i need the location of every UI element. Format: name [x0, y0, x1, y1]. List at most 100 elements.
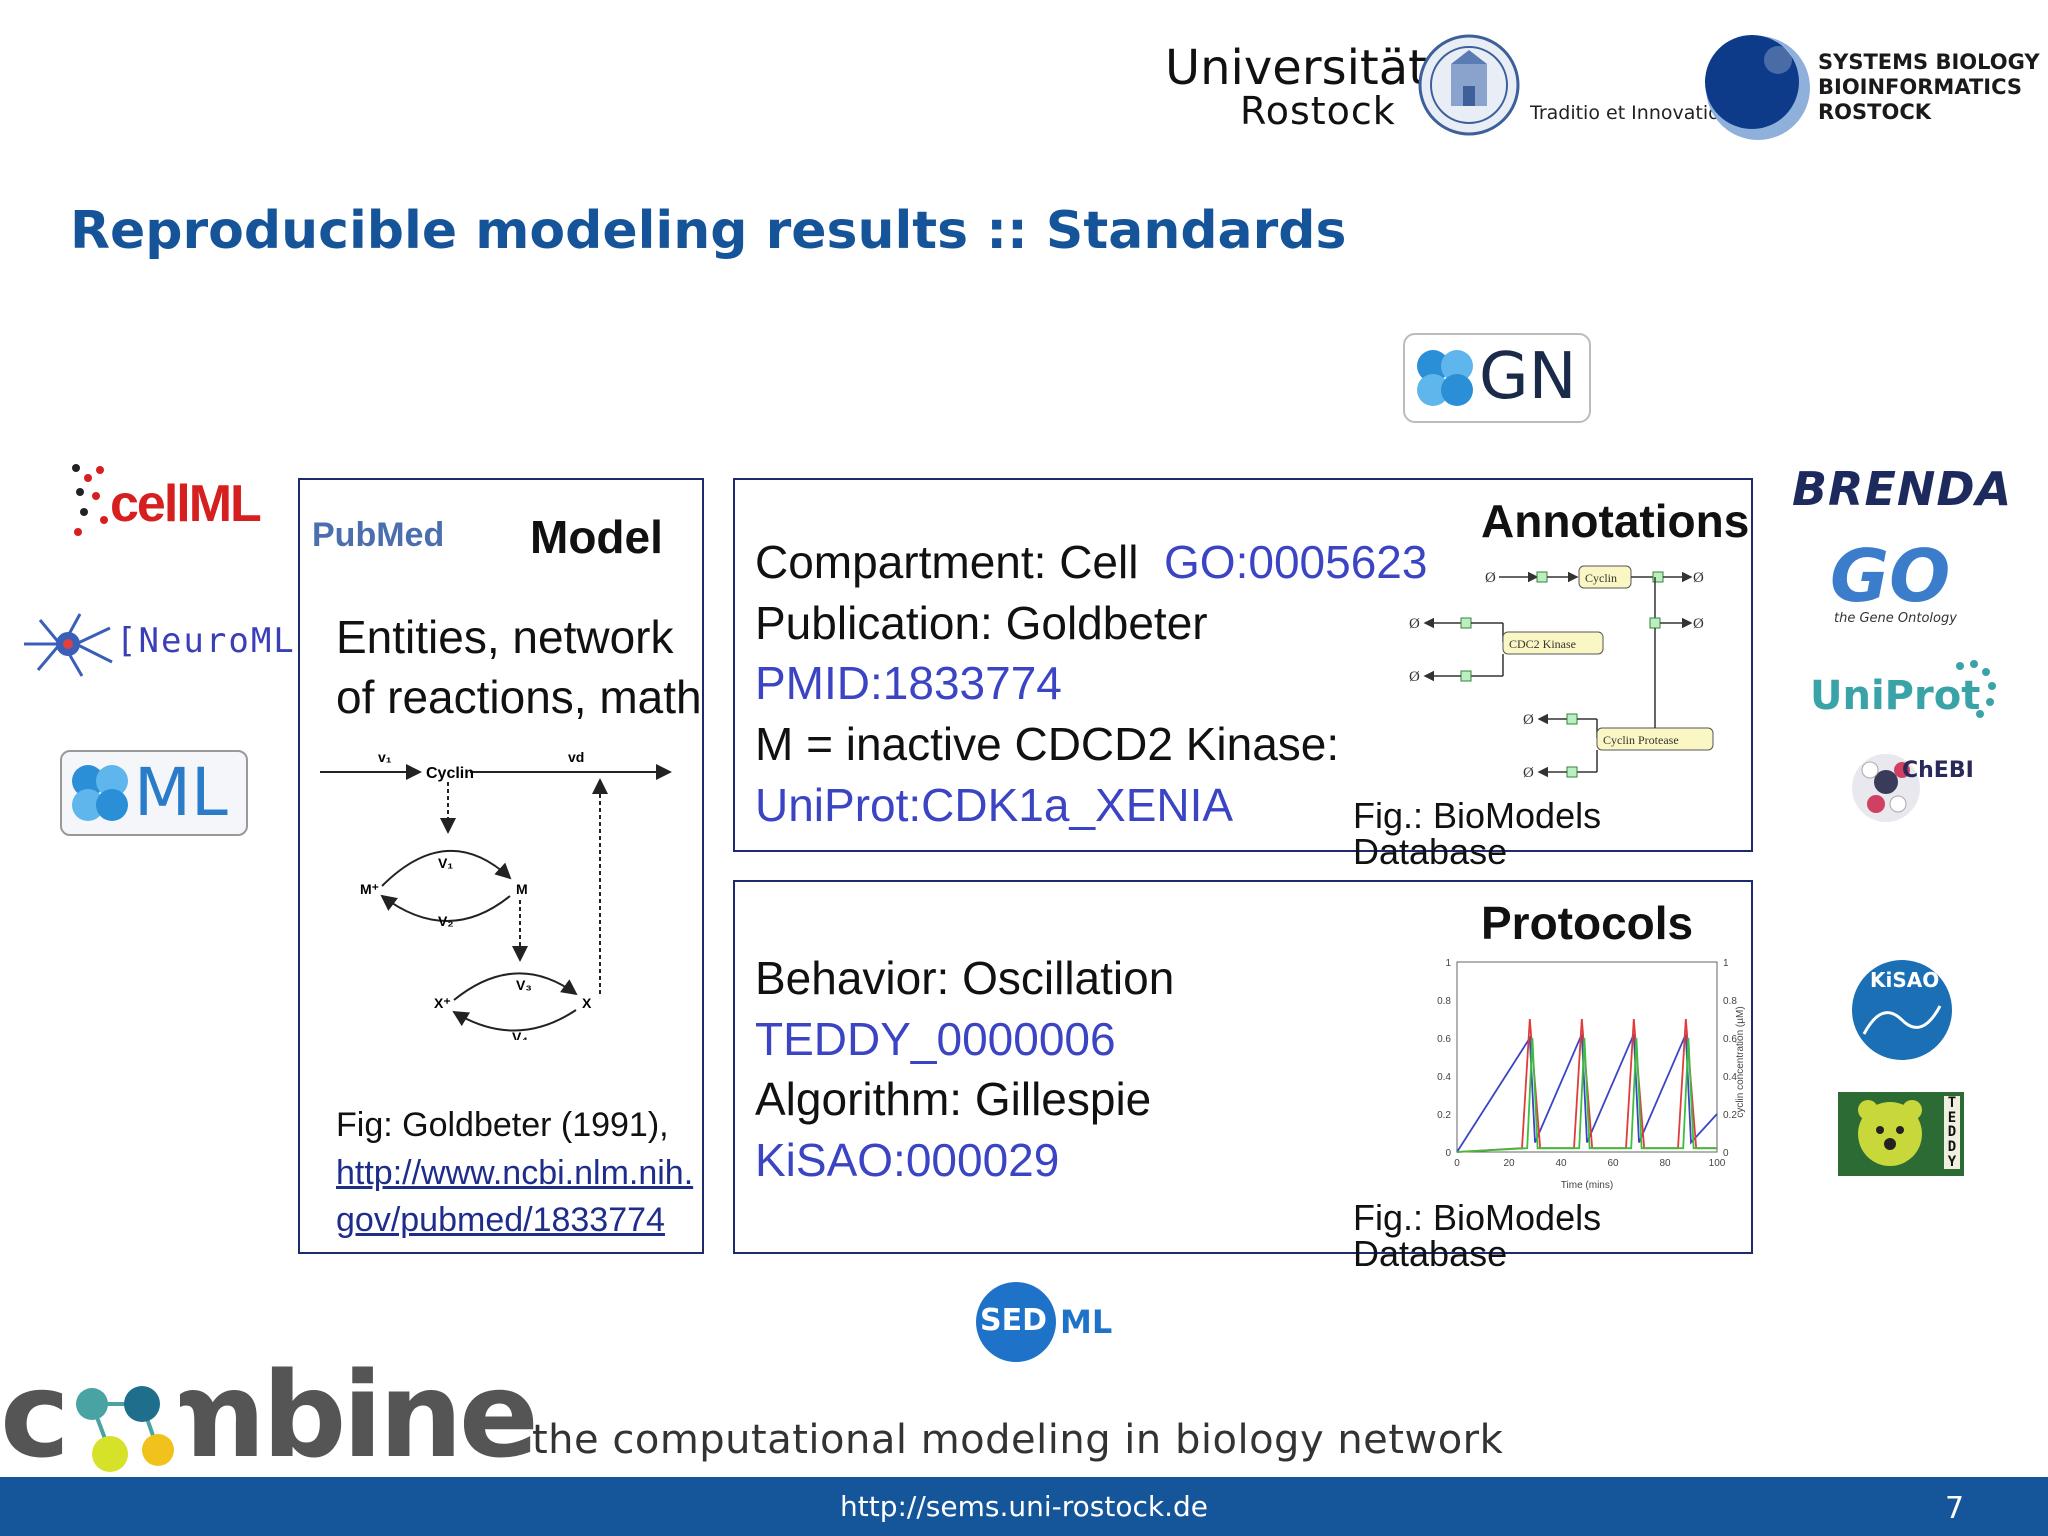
- brenda-logo: BRENDA: [1792, 462, 2013, 516]
- plot-x-tick: 40: [1555, 1158, 1567, 1169]
- protocols-heading: Protocols: [1481, 897, 1694, 949]
- teddy-bear-icon: [1858, 1100, 1922, 1166]
- footer-url[interactable]: http://sems.uni-rostock.de: [840, 1490, 1208, 1523]
- plot-y-tick-left: 0.2: [1437, 1110, 1451, 1121]
- combine-tagline: the computational modeling in biology ne…: [532, 1417, 1504, 1463]
- sedml-text-b: ML: [1060, 1303, 1113, 1341]
- pubmed-link-line2[interactable]: gov/pubmed/1833774: [336, 1201, 665, 1240]
- model-desc-line1: Entities, network: [336, 611, 674, 663]
- page-number: 7: [1945, 1491, 1965, 1526]
- go-term-id: GO:0005623: [1164, 536, 1428, 588]
- annotations-box: Annotations Compartment: Cell GO:0005623…: [733, 478, 1753, 870]
- diagram-vd: vd: [568, 750, 584, 765]
- plot-y-tick-left: 0.6: [1437, 1034, 1451, 1045]
- cdc2-kinase-node: CDC2 Kinase: [1509, 637, 1576, 651]
- chebi-text: ChEBI: [1902, 758, 1974, 783]
- sbgn-bubbles-icon: [1417, 350, 1473, 406]
- diagram-cyclin: Cyclin: [426, 765, 474, 782]
- diagram-V3: V₃: [516, 977, 532, 993]
- diagram-V1: V₁: [438, 855, 453, 871]
- uniprot-text: UniProt: [1810, 673, 1981, 719]
- plot-y-tick-left: 0: [1445, 1148, 1451, 1159]
- sbgn-network-diagram: Ø Cyclin Ø Ø Ø CDC2 Kinase Ø: [1409, 565, 1714, 781]
- compartment-label: Compartment: Cell: [755, 536, 1139, 588]
- chebi-molecule-icon: [1852, 754, 1920, 822]
- plot-series-1: [1456, 1033, 1718, 1153]
- chebi-logo: ChEBI: [1848, 746, 1978, 826]
- annotations-lines: Compartment: Cell GO:0005623 Publication…: [755, 532, 1427, 836]
- plot-y-tick-left: 0.8: [1437, 996, 1451, 1007]
- model-citation: Fig: Goldbeter (1991), http://www.ncbi.n…: [336, 1102, 693, 1245]
- university-name: Universität: [1165, 40, 1427, 96]
- protocols-box: Protocols Behavior: Oscillation TEDDY_00…: [733, 880, 1753, 1272]
- protocols-lines: Behavior: Oscillation TEDDY_0000006 Algo…: [755, 948, 1174, 1191]
- behavior-line: Behavior: Oscillation: [755, 952, 1175, 1004]
- annotations-heading: Annotations: [1481, 495, 1750, 547]
- university-seal-icon: [1418, 34, 1520, 136]
- kisao-logo: KiSAO: [1852, 960, 1952, 1060]
- pubmed-logo: PubMed: [312, 516, 445, 554]
- model-description: Entities, network of reactions, math: [336, 608, 702, 728]
- diagram-V4: V₄: [512, 1029, 528, 1040]
- algorithm-line: Algorithm: Gillespie: [755, 1073, 1152, 1126]
- diagram-Mplus: M⁺: [360, 881, 379, 897]
- kisao-wave-icon: [1862, 1005, 1942, 1035]
- model-desc-line2: of reactions, math: [336, 670, 702, 723]
- sbml-text: ML: [134, 754, 228, 831]
- diagram-M: M: [516, 881, 528, 897]
- go-text: GO: [1830, 534, 1951, 618]
- slide-title: Reproducible modeling results :: Standar…: [70, 201, 1347, 261]
- cellml-logo: cellML: [70, 460, 262, 546]
- go-subtitle: the Gene Ontology: [1834, 611, 1957, 626]
- plot-ylabel: cyclin concentration (µM): [1735, 1006, 1746, 1117]
- plot-series-3: [1456, 1037, 1717, 1153]
- teddy-id: TEDDY_0000006: [755, 1012, 1116, 1065]
- diagram-v1: v₁: [378, 750, 392, 765]
- model-fig-caption: Fig: Goldbeter (1991),: [336, 1106, 669, 1144]
- empty-set-4: Ø: [1409, 616, 1420, 632]
- plot-x-tick: 80: [1659, 1158, 1671, 1169]
- protocols-caption: Fig.: BioModels Database: [1353, 1197, 1602, 1274]
- plot-x-tick: 0: [1454, 1158, 1460, 1169]
- annotations-caption: Fig.: BioModels Database: [1353, 795, 1602, 872]
- empty-set-3: Ø: [1693, 616, 1704, 632]
- uniprot-dots-icon: [1956, 660, 1996, 718]
- teddy-text: TEDDY: [1944, 1096, 1960, 1170]
- plot-x-tick: 60: [1607, 1158, 1619, 1169]
- sedml-logo: SED ML: [976, 1282, 1146, 1364]
- gene-ontology-logo: GO the Gene Ontology: [1830, 534, 1957, 630]
- goldbeter-diagram: v₁ vd Cyclin V₁ V₂ M⁺ M V₃ V₄ X⁺ X: [320, 750, 672, 1040]
- sbml-bubbles-icon: [72, 765, 128, 821]
- plot-y-tick-right: 0.4: [1723, 1072, 1737, 1083]
- diagram-V2: V₂: [438, 913, 454, 929]
- pubmed-link-line1[interactable]: http://www.ncbi.nlm.nih.: [336, 1153, 694, 1192]
- sbml-logo: ML: [60, 750, 248, 836]
- plot-frame: [1456, 961, 1718, 1153]
- diagram-X: X: [582, 995, 592, 1011]
- university-motto: Traditio et Innovatio: [1530, 102, 1720, 124]
- combine-logo: combine: [0, 1356, 539, 1476]
- empty-set-6: Ø: [1523, 712, 1534, 728]
- neuroml-text: [NeuroML]: [116, 621, 319, 661]
- empty-set-5: Ø: [1409, 669, 1420, 685]
- model-box: PubMed Model Entities, network of reacti…: [298, 478, 704, 1254]
- sedml-text-a: SED: [980, 1303, 1048, 1338]
- plot-y-tick-right: 0: [1723, 1148, 1729, 1159]
- uniprot-logo: UniProt: [1810, 656, 2000, 732]
- plot-y-tick-right: 0.8: [1723, 996, 1737, 1007]
- kisao-id: KiSAO:000029: [755, 1134, 1060, 1187]
- kisao-text: KiSAO: [1870, 968, 1940, 992]
- publication-line: Publication: Goldbeter: [755, 596, 1208, 649]
- plot-y-tick-right: 0.2: [1723, 1110, 1737, 1121]
- sbi-logo-icon: [1705, 35, 1810, 140]
- neuroml-logo: [NeuroML]: [20, 604, 316, 684]
- cyclin-node: Cyclin: [1585, 571, 1617, 585]
- empty-set-2: Ø: [1693, 570, 1704, 586]
- footer-bar: [0, 1477, 2048, 1536]
- plot-y-tick-right: 1: [1723, 958, 1729, 969]
- combine-network-icon: [70, 1380, 180, 1476]
- cellml-dots-icon: [72, 464, 108, 536]
- uniprot-id: UniProt:CDK1a_XENIA: [755, 778, 1234, 831]
- empty-set-1: Ø: [1485, 570, 1496, 586]
